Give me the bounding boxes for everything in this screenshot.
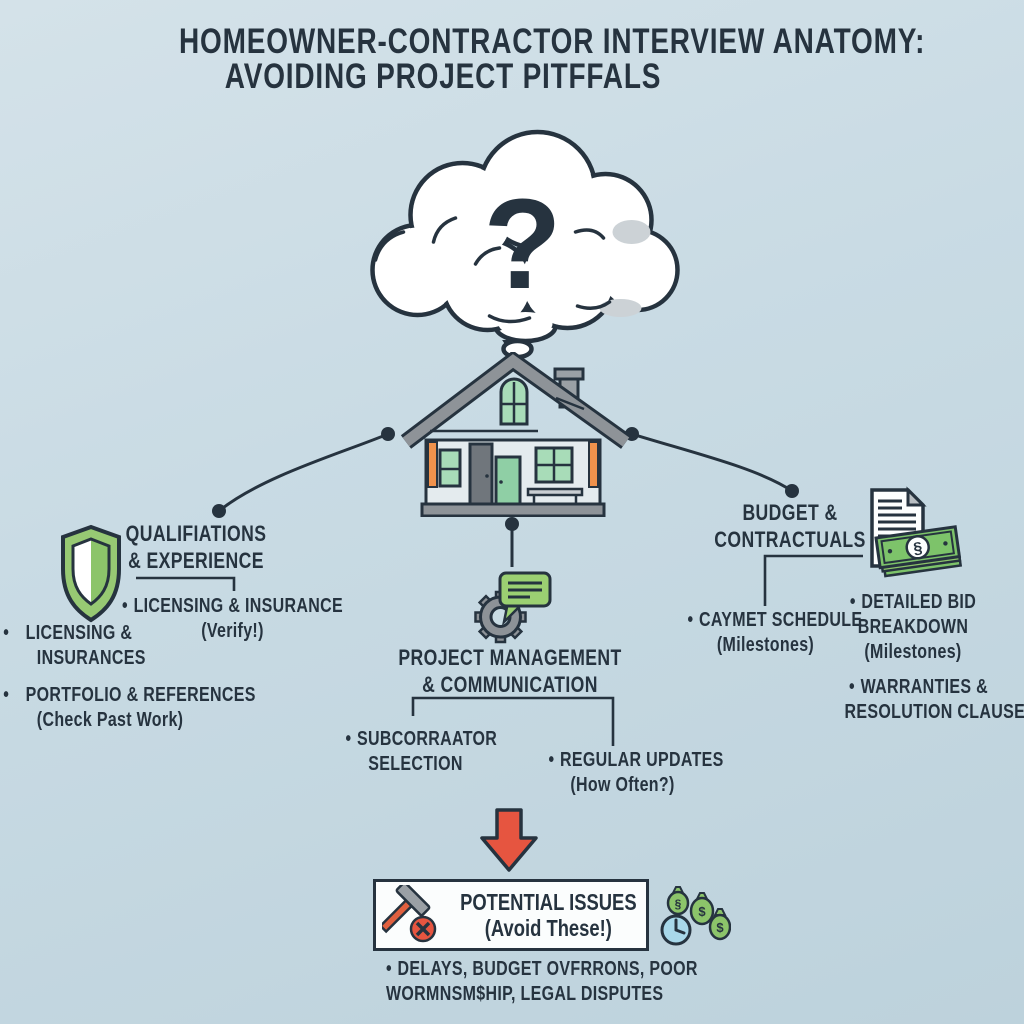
qualifications-heading-line2: & EXPERIENCE	[128, 548, 264, 573]
bill-symbol: §	[912, 540, 923, 558]
qualifications-bracket	[136, 576, 236, 591]
money-bag-right: $	[708, 908, 731, 941]
qualifications-heading: QUALIFIATIONS & EXPERIENCE	[116, 520, 276, 574]
project-bracket	[411, 696, 615, 746]
green-door	[494, 455, 522, 506]
bullet-dot: •	[548, 749, 555, 771]
money-bills: §	[874, 525, 963, 578]
bullet-portfolio-references: •PORTFOLIO & REFERENCES (Check Past Work…	[3, 684, 256, 731]
bullet-dot: •	[386, 958, 392, 980]
page-title-line2: AVOIDING PROJECT PITFFALS	[224, 57, 662, 96]
bullet-payment-schedule: •CAYMET SCHEDULE (Milestones)	[687, 609, 863, 656]
project-management-heading: PROJECT MANAGEMENT & COMMUNICATION	[390, 644, 630, 698]
house-icon	[400, 352, 631, 517]
hammer-head	[395, 885, 431, 917]
dark-door	[468, 442, 494, 506]
left-branch-curve	[218, 432, 389, 513]
money-bag-small: §	[666, 886, 689, 916]
budget-heading-line2: CONTRACTUALS	[714, 527, 866, 552]
potential-issues-line2: (Avoid These!)	[484, 915, 612, 941]
budget-heading-line1: BUDGET &	[742, 500, 838, 525]
budget-bracket	[763, 554, 863, 606]
bullet-dot: •	[687, 609, 694, 631]
bullet-dot: •	[345, 728, 352, 750]
potential-issues-box: POTENTIAL ISSUES (Avoid These!) § $ $	[373, 879, 731, 951]
house-base	[420, 502, 606, 517]
bullet-dot: •	[849, 676, 855, 698]
svg-text:$: $	[716, 920, 724, 935]
orange-trim-right	[588, 441, 599, 488]
budget-heading: BUDGET & CONTRACTUALS	[710, 499, 870, 553]
qualifications-heading-line1: QUALIFIATIONS	[125, 521, 267, 546]
hammer-x-icon	[382, 885, 437, 943]
question-mark: ?	[483, 173, 561, 316]
thought-cloud-icon: ?	[370, 129, 680, 360]
gear-chat-icon	[474, 571, 552, 644]
bullet-dot: •	[849, 591, 856, 613]
orange-trim-left	[427, 441, 438, 488]
bullet-licensing-insurance-verify: •LICENSING & INSURANCE (Verify!)	[122, 595, 343, 642]
svg-text:§: §	[674, 897, 681, 911]
project-heading-line2: & COMMUNICATION	[422, 672, 598, 697]
potential-issues-line1: POTENTIAL ISSUES	[460, 889, 637, 915]
bullet-subcontractor-selection: •SUBCORRAATOR SELECTION	[345, 728, 498, 775]
x-mark	[415, 921, 431, 937]
roof	[402, 354, 630, 447]
money-bag-mid: $	[689, 892, 714, 926]
cloud-puff-details	[373, 216, 612, 324]
clock	[660, 914, 692, 946]
bullet-warranties: •WARRANTIES & RESOLUTION CLAUSE	[844, 676, 1024, 723]
contract-money-icon: §	[870, 486, 963, 578]
bench	[526, 487, 584, 497]
bullet-dot: •	[122, 595, 128, 617]
down-arrow-icon	[480, 808, 538, 872]
project-heading-line1: PROJECT MANAGEMENT	[398, 645, 622, 670]
hammer-handle	[382, 898, 414, 934]
potential-issues-text: POTENTIAL ISSUES (Avoid These!)	[460, 889, 637, 941]
issues-caption: •DELAYS, BUDGET OVFRRONS, POOR WORMNSM$H…	[386, 958, 698, 1005]
chat-bubble	[498, 571, 552, 626]
bullet-detailed-bid: •DETAILED BID BREAKDOWN (Milestones)	[849, 591, 977, 663]
bullet-licensing-insurances: •LICENSING & INSURANCES	[3, 622, 146, 669]
bullet-regular-updates: •REGULAR UPDATES (How Often?)	[548, 749, 724, 796]
shield-icon	[61, 524, 121, 623]
money-bags-clock-icon: § $ $	[660, 886, 731, 946]
right-branch-curve	[631, 432, 793, 493]
svg-text:$: $	[698, 904, 706, 919]
